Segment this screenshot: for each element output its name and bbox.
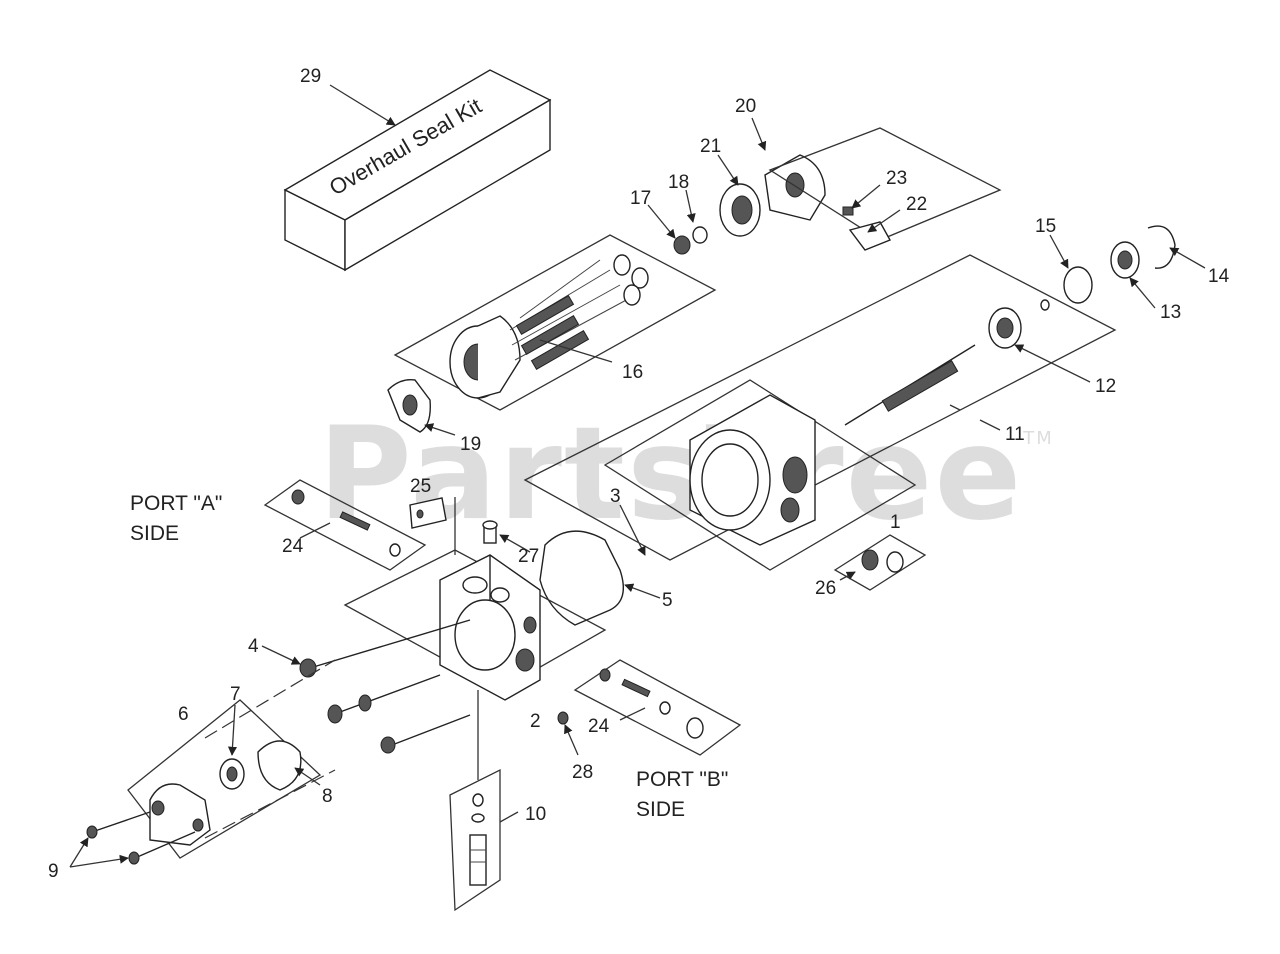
- check-plate: [409, 497, 456, 555]
- callout-3: 3: [610, 486, 621, 507]
- drain-plug-group: [833, 534, 927, 591]
- callout-numbers: 29 20 21 18 17 23 22 15 14 13 12 11 16 1…: [48, 66, 1230, 882]
- seal-kit-box: Overhaul Seal Kit: [283, 69, 552, 272]
- port-a-label: PORT "A": [130, 492, 222, 515]
- callout-2: 2: [530, 711, 541, 732]
- callout-26: 26: [815, 578, 836, 599]
- cover-screws: [86, 811, 196, 865]
- input-shaft-group: [523, 225, 1176, 561]
- callout-25: 25: [410, 476, 431, 497]
- main-housing: [603, 379, 917, 571]
- check-valve-port-b: [573, 659, 742, 756]
- cylinder-block-group: [393, 234, 717, 411]
- callout-12: 12: [1095, 376, 1116, 397]
- callout-9: 9: [48, 861, 59, 882]
- port-a-side-label: PORT "A" SIDE: [130, 492, 222, 545]
- callout-24-b: 24: [588, 716, 610, 737]
- callout-18: 18: [668, 172, 689, 193]
- callout-19: 19: [460, 434, 481, 455]
- callout-27: 27: [518, 546, 539, 567]
- mounting-bolts: [299, 619, 569, 754]
- watermark-trademark: TM: [1023, 428, 1054, 449]
- watermark: PartsTreeTM: [318, 400, 1054, 549]
- center-section-gasket: [539, 530, 624, 626]
- callout-22: 22: [906, 194, 927, 215]
- callout-15: 15: [1035, 216, 1056, 237]
- callout-11: 11: [1005, 424, 1025, 445]
- swash-plate: [387, 379, 431, 433]
- charge-pump-group: [127, 659, 336, 859]
- callout-16: 16: [622, 362, 643, 383]
- plug: [482, 520, 498, 544]
- callout-leaders: [69, 84, 1206, 868]
- center-section: [343, 549, 607, 701]
- port-b-side-label: PORT "B" SIDE: [636, 768, 728, 821]
- trunnion-arm: [842, 206, 891, 251]
- callout-4: 4: [248, 636, 259, 657]
- watermark-text: PartsTree: [318, 400, 1024, 549]
- callout-21: 21: [700, 136, 721, 157]
- bypass-valve: [449, 690, 501, 912]
- callout-23: 23: [886, 168, 907, 189]
- port-a-side-word: SIDE: [130, 522, 179, 545]
- callout-8: 8: [322, 786, 333, 807]
- callout-6: 6: [178, 704, 189, 725]
- callout-20: 20: [735, 96, 756, 117]
- bearing-seal-stack: [673, 127, 1002, 255]
- callout-1: 1: [890, 512, 901, 533]
- check-valve-port-a: [263, 479, 427, 571]
- callout-10: 10: [525, 804, 546, 825]
- port-b-side-word: SIDE: [636, 798, 685, 821]
- callout-5: 5: [662, 590, 673, 611]
- callout-29: 29: [300, 66, 321, 87]
- callout-24-a: 24: [282, 536, 304, 557]
- callout-28: 28: [572, 762, 593, 783]
- port-b-label: PORT "B": [636, 768, 728, 791]
- callout-13: 13: [1160, 302, 1181, 323]
- callout-17: 17: [630, 188, 651, 209]
- callout-14: 14: [1208, 266, 1230, 287]
- callout-7: 7: [230, 684, 241, 705]
